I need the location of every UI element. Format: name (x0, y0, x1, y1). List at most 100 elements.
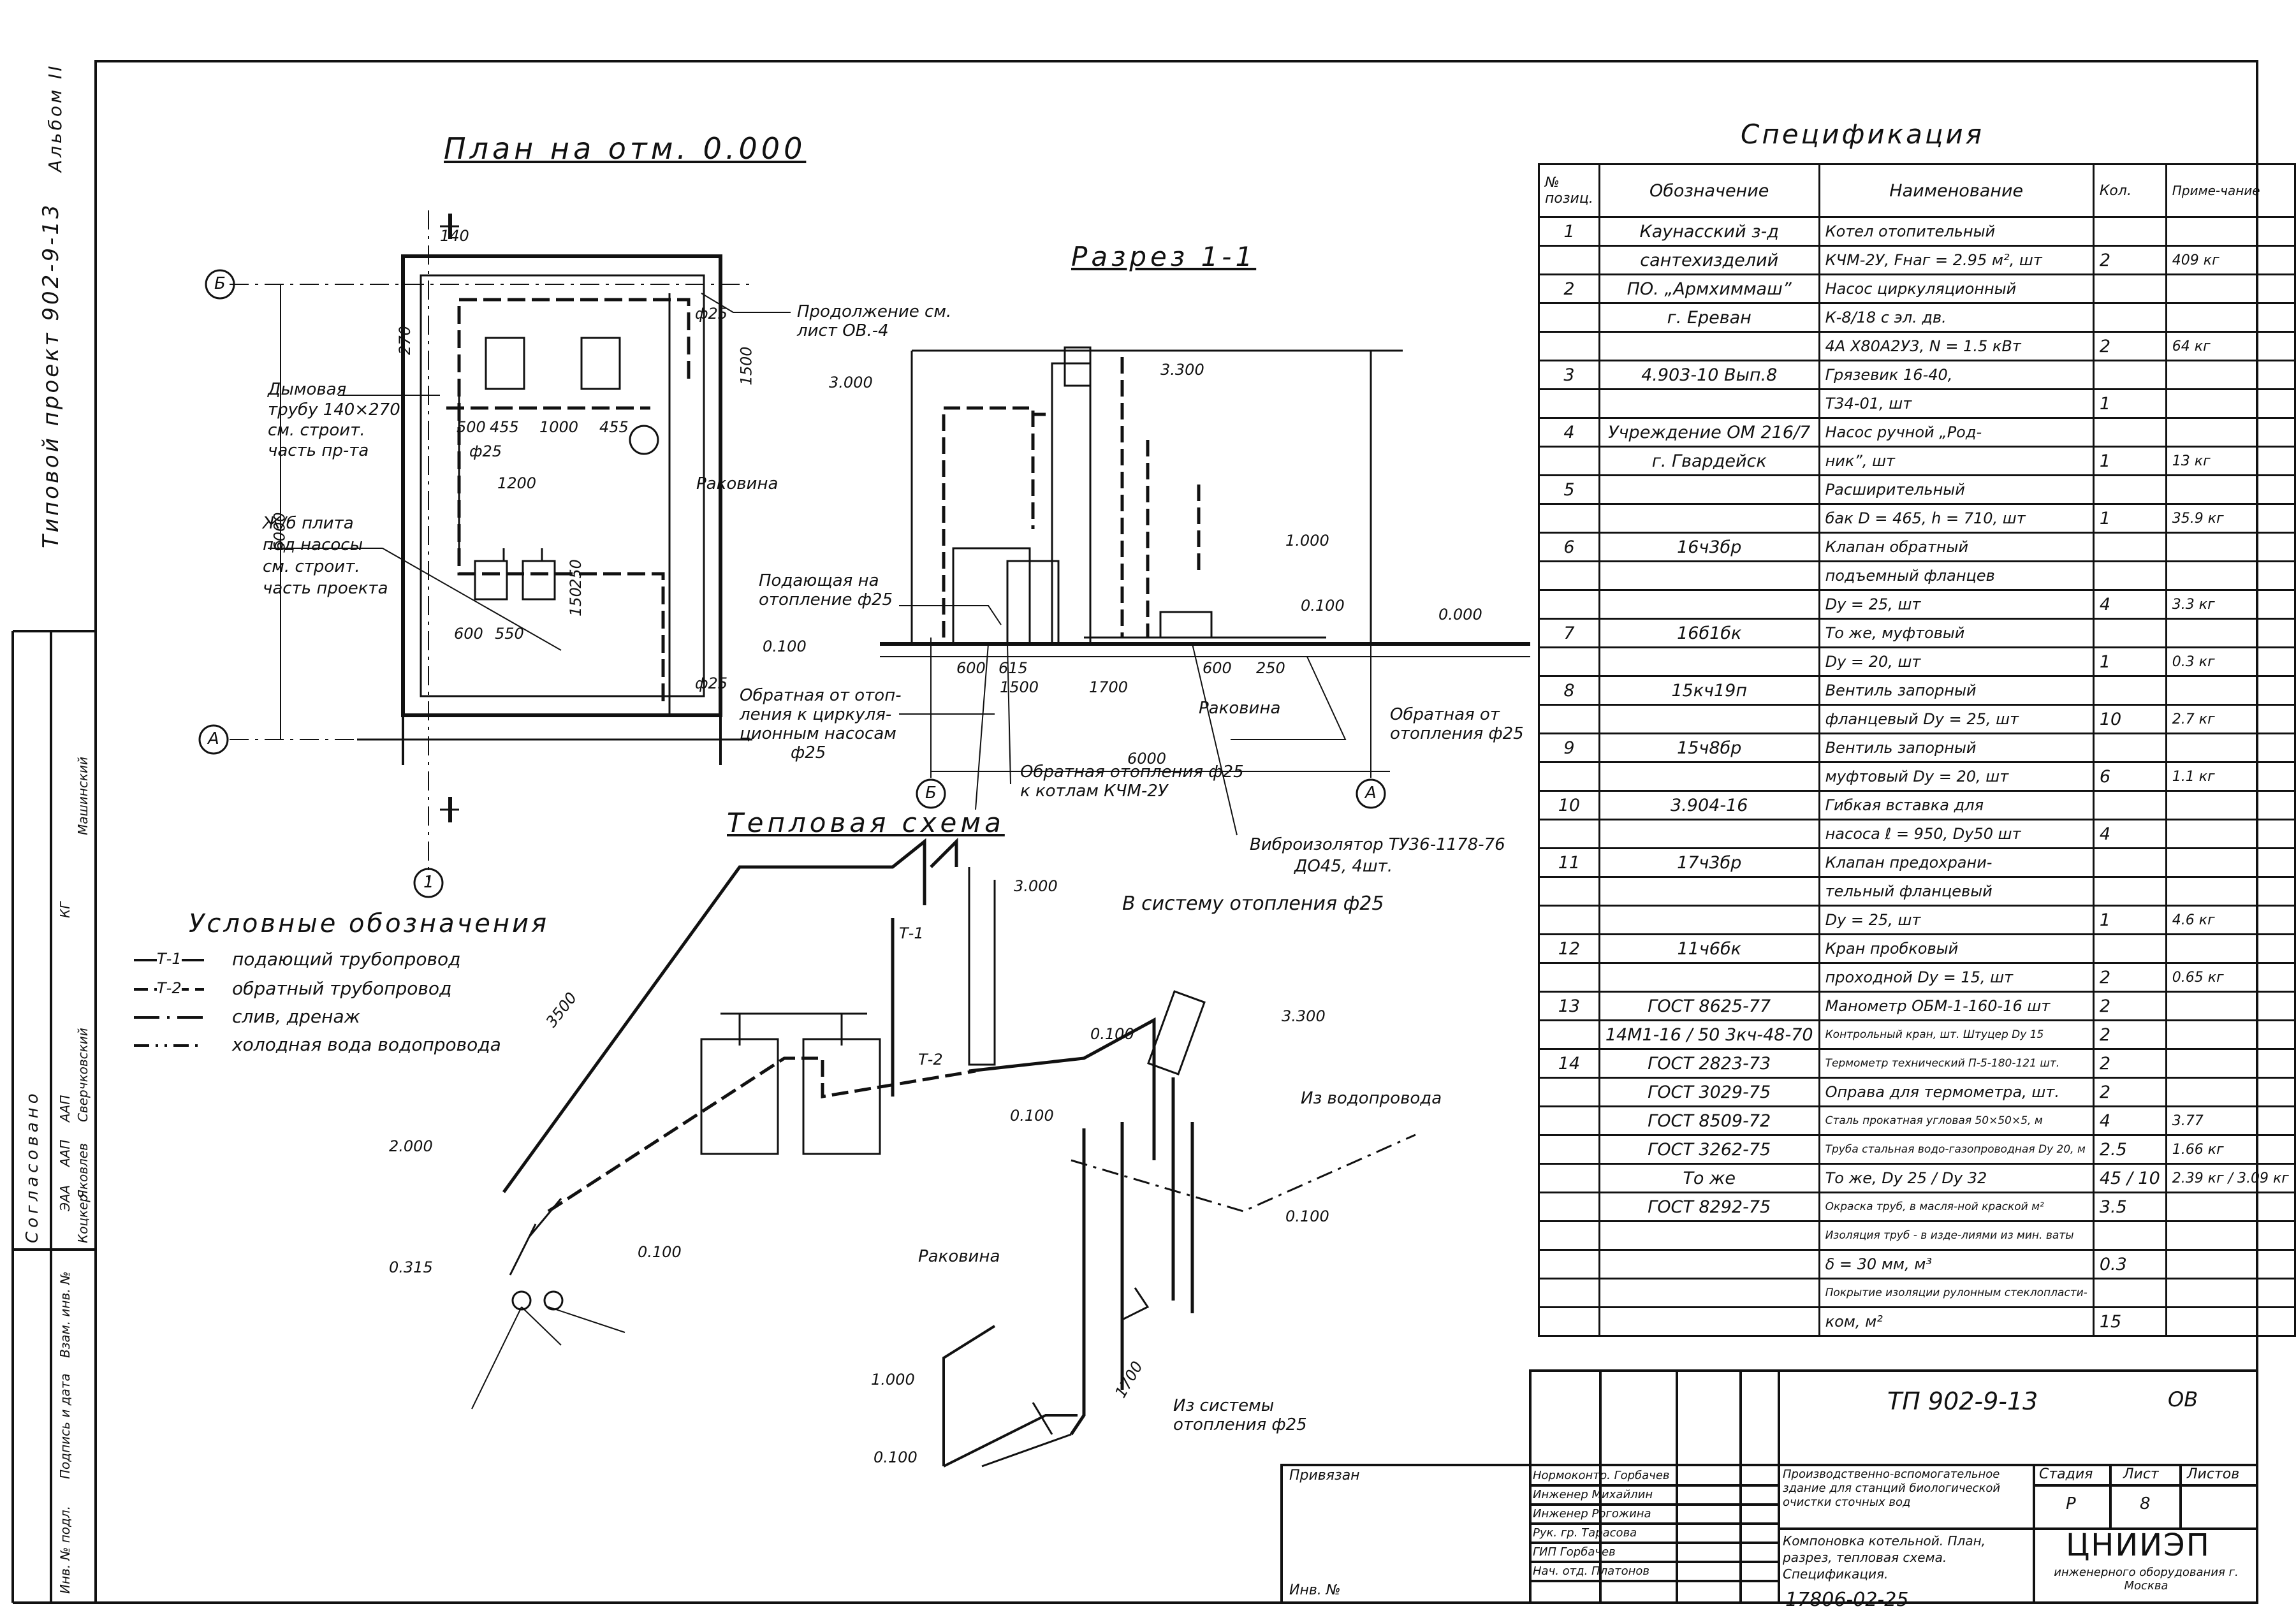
spec-cell: бак D = 465, h = 710, шт (1818, 503, 2095, 534)
spec-cell (2092, 560, 2167, 591)
spec-cell: 4 (1538, 417, 1600, 448)
spec-cell (1598, 646, 1820, 677)
spec-cell: 1 (2092, 503, 2167, 534)
spec-cell: 2 (2092, 245, 2167, 275)
spec-cell: 7 (1538, 618, 1600, 648)
plan-dim-250: 250 (566, 559, 585, 588)
spec-cell (1538, 704, 1600, 734)
section-level-0100b: 0.100 (1301, 597, 1345, 615)
stamp-stage: Р (2066, 1494, 2076, 1513)
scheme-pipe-t2: Т-2 (918, 1051, 943, 1068)
stamp-role-3: Инженер Рогожина (1533, 1507, 1651, 1520)
spec-cell (2165, 1192, 2296, 1222)
spec-cell (1538, 1278, 1600, 1308)
legend-code-2: Т-2 (157, 979, 182, 997)
plan-continuation-l1: Продолжение см. (797, 302, 952, 321)
plan-slab-l3: см. строит. (263, 557, 360, 576)
side-col-inv: Инв. № подл. (57, 1506, 73, 1594)
stamp-role-5: ГИП Горбачев (1533, 1545, 1616, 1559)
spec-cell (1538, 245, 1600, 275)
plan-d25-a: ф25 (695, 305, 728, 323)
spec-cell: 3.3 кг (2165, 589, 2296, 620)
section-dim-1700: 1700 (1089, 678, 1129, 696)
spec-cell: 8 (1538, 675, 1600, 706)
bottom-number: 17806-02-25 (1785, 1589, 1909, 1611)
spec-cell (2165, 1048, 2296, 1079)
spec-cell: 5 (1538, 474, 1600, 505)
spec-cell (2165, 1220, 2296, 1251)
spec-cell: 11 (1538, 847, 1600, 878)
spec-cell: 2 (2092, 1019, 2167, 1050)
spec-cell (1538, 761, 1600, 792)
spec-h-qty: Кол. (2092, 163, 2167, 218)
spec-cell: 4 (2092, 589, 2167, 620)
plan-d25-c: ф25 (695, 674, 728, 692)
axis-1-circle (413, 868, 444, 898)
spec-cell: 1 (1538, 216, 1600, 247)
spec-cell: проходной Dу = 15, шт (1818, 962, 2095, 993)
spec-cell (1538, 1192, 1600, 1222)
spec-header-row: № позиц. Обозначение Наименование Кол. П… (1538, 163, 2296, 218)
spec-cell: 6 (1538, 532, 1600, 562)
spec-cell (2092, 273, 2167, 304)
spec-cell (1598, 589, 1820, 620)
stamp-sheet-mark: ОВ (2168, 1387, 2198, 1411)
spec-cell: 1 (2092, 388, 2167, 419)
spec-cell: 11ч6бк (1598, 933, 1820, 964)
section-dim-1500: 1500 (1000, 678, 1039, 696)
spec-cell (2165, 474, 2296, 505)
spec-cell (2165, 1278, 2296, 1308)
section-dim-600b: 600 (1203, 659, 1232, 677)
side-col-sign: Подпись и дата (57, 1373, 73, 1479)
stamp-org-sub: инженерного оборудования г. Москва (2054, 1566, 2239, 1593)
spec-cell: Сталь прокатная угловая 50×50×5, м (1818, 1105, 2095, 1136)
axis-a-label-section: А (1365, 784, 1377, 803)
spec-cell: ГОСТ 3262-75 (1598, 1134, 1820, 1165)
side-name-1: Сверчковский (75, 1028, 91, 1122)
spec-cell (2092, 302, 2167, 333)
axis-b-label-plan: Б (214, 274, 226, 293)
side-name-2: Яковлев (75, 1143, 91, 1199)
scheme-to-system: В систему отопления ф25 (1122, 893, 1384, 915)
heat-scheme-title: Тепловая схема (727, 807, 1005, 838)
plan-slab-l2: под насосы (263, 536, 363, 555)
spec-cell: 3.5 (2092, 1192, 2167, 1222)
spec-row: Изоляция труб - в изде-лиями из мин. ват… (1538, 1220, 2296, 1251)
spec-cell: 15 (2092, 1306, 2167, 1337)
section-supply-l1: Подающая на (759, 571, 879, 590)
plan-dim-270: 270 (395, 326, 414, 355)
side-row-4: КГ (57, 901, 73, 918)
spec-cell (2165, 1249, 2296, 1279)
spec-cell: 4 (2092, 819, 2167, 849)
spec-cell: Каунасский з-д (1598, 216, 1820, 247)
spec-cell (2165, 360, 2296, 390)
spec-cell (2165, 1306, 2296, 1337)
plan-sink-label: Раковина (696, 474, 779, 493)
plan-drawing (230, 210, 791, 880)
section-vibro-l1: Виброизолятор ТУ36-1178-76 (1250, 835, 1505, 854)
spec-cell (2092, 847, 2167, 878)
spec-cell: 12 (1538, 933, 1600, 964)
spec-cell: То же (1598, 1163, 1820, 1193)
spec-cell (2165, 675, 2296, 706)
spec-cell: Клапан обратный (1818, 532, 2095, 562)
spec-cell: Котел отопительный (1818, 216, 2095, 247)
stamp-role-1: Нормоконтр. Горбачев (1533, 1469, 1670, 1482)
spec-cell (1598, 1306, 1820, 1337)
spec-cell: 13 кг (2165, 446, 2296, 476)
spec-cell: ПО. „Армхиммаш” (1598, 273, 1820, 304)
side-album-label: Альбом II (45, 63, 66, 173)
spec-cell: 2 (2092, 991, 2167, 1021)
stamp-object: Производственно-вспомогательное здание д… (1783, 1468, 2001, 1509)
scheme-level-0100b: 0.100 (1010, 1107, 1054, 1125)
spec-cell: Манометр ОБМ-1-160-16 шт (1818, 991, 2095, 1021)
spec-cell: То же, Dу 25 / Dу 32 (1818, 1163, 2095, 1193)
